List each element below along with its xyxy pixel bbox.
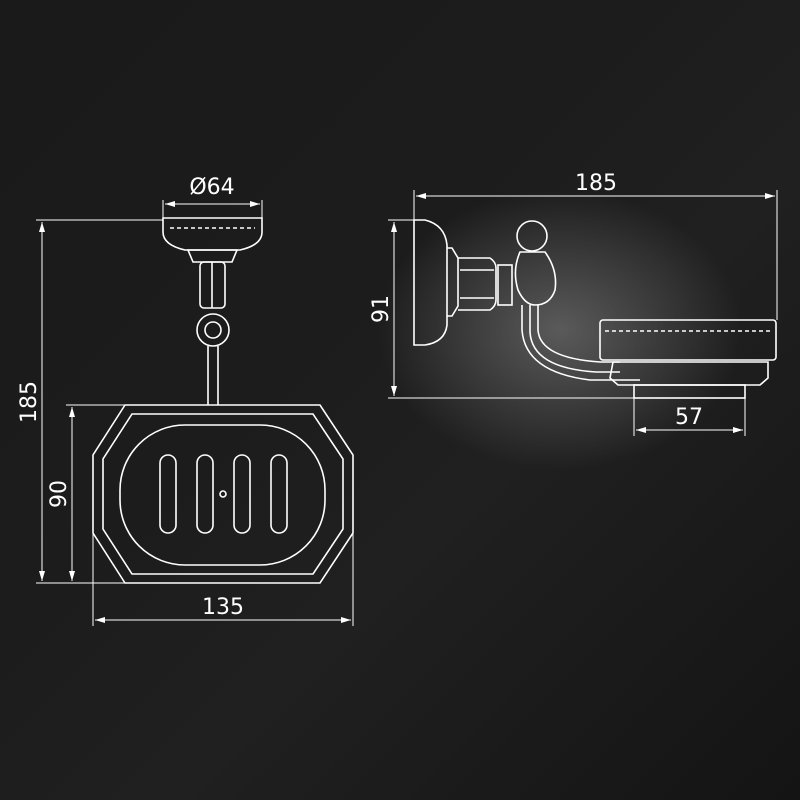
knob [516, 220, 548, 252]
diameter-label: Ø64 [189, 175, 234, 200]
width-label: 135 [202, 595, 244, 620]
side-height-label: 91 [369, 295, 394, 323]
dish-inner [119, 424, 326, 566]
joint [196, 313, 230, 347]
dish-height-label: 90 [47, 480, 72, 508]
wall-cap [162, 217, 263, 251]
height-label: 185 [17, 381, 42, 423]
front-view [92, 217, 354, 584]
base-label: 57 [675, 405, 703, 430]
side-view [413, 219, 777, 399]
depth-label: 185 [575, 171, 617, 196]
dish-outline [92, 404, 354, 584]
soap-dish [599, 319, 777, 361]
wall-plate [413, 219, 448, 346]
